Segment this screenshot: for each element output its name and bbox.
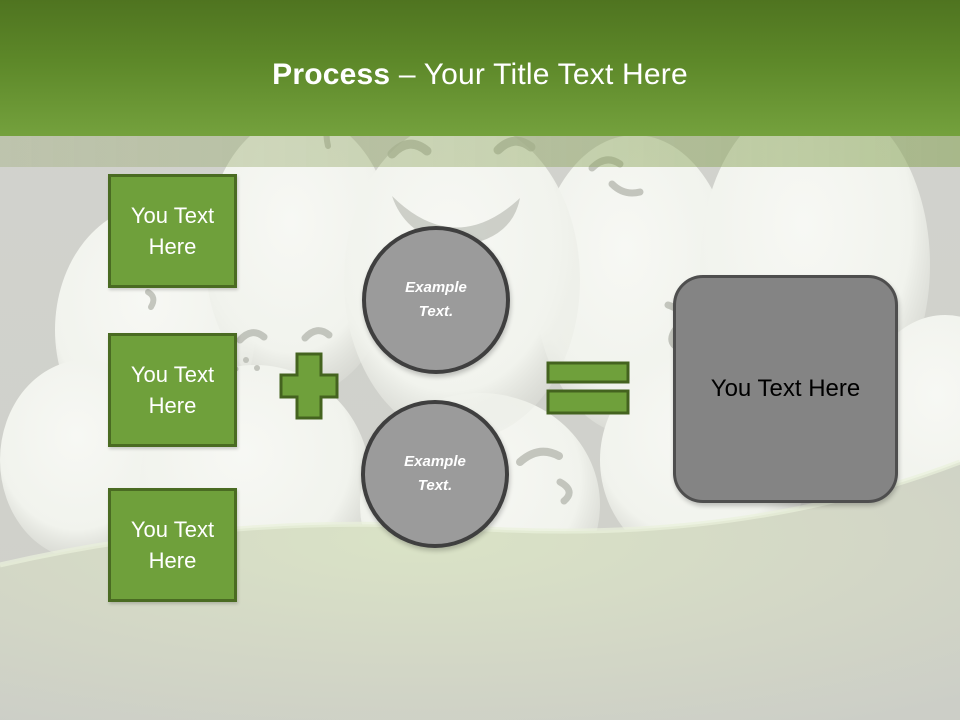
plus-icon	[279, 352, 339, 420]
title-rest: Your Title Text Here	[423, 58, 688, 91]
slide-header: Process – Your Title Text Here	[0, 0, 960, 136]
equals-icon	[546, 361, 630, 415]
input-box-3[interactable]: You Text Here	[108, 488, 237, 602]
input-box-2-label: You Text Here	[130, 361, 215, 418]
title-separator: –	[390, 58, 424, 91]
input-box-1[interactable]: You Text Here	[108, 174, 237, 288]
input-box-1-label: You Text Here	[130, 202, 215, 259]
header-accent-band	[0, 136, 960, 167]
step-circle-1[interactable]: Example Text.	[362, 226, 510, 374]
step-circle-2[interactable]: Example Text.	[361, 400, 509, 548]
bowl-shape	[0, 462, 960, 720]
title-emphasis: Process	[272, 58, 391, 91]
result-box-label: You Text Here	[710, 375, 861, 402]
slide-title[interactable]: Process – Your Title Text Here	[272, 58, 688, 92]
step-circle-1-label: Example Text.	[405, 279, 467, 320]
input-box-2[interactable]: You Text Here	[108, 333, 237, 447]
step-circle-2-label: Example Text.	[404, 453, 466, 494]
result-box[interactable]: You Text Here	[673, 275, 898, 503]
input-box-3-label: You Text Here	[130, 516, 215, 573]
